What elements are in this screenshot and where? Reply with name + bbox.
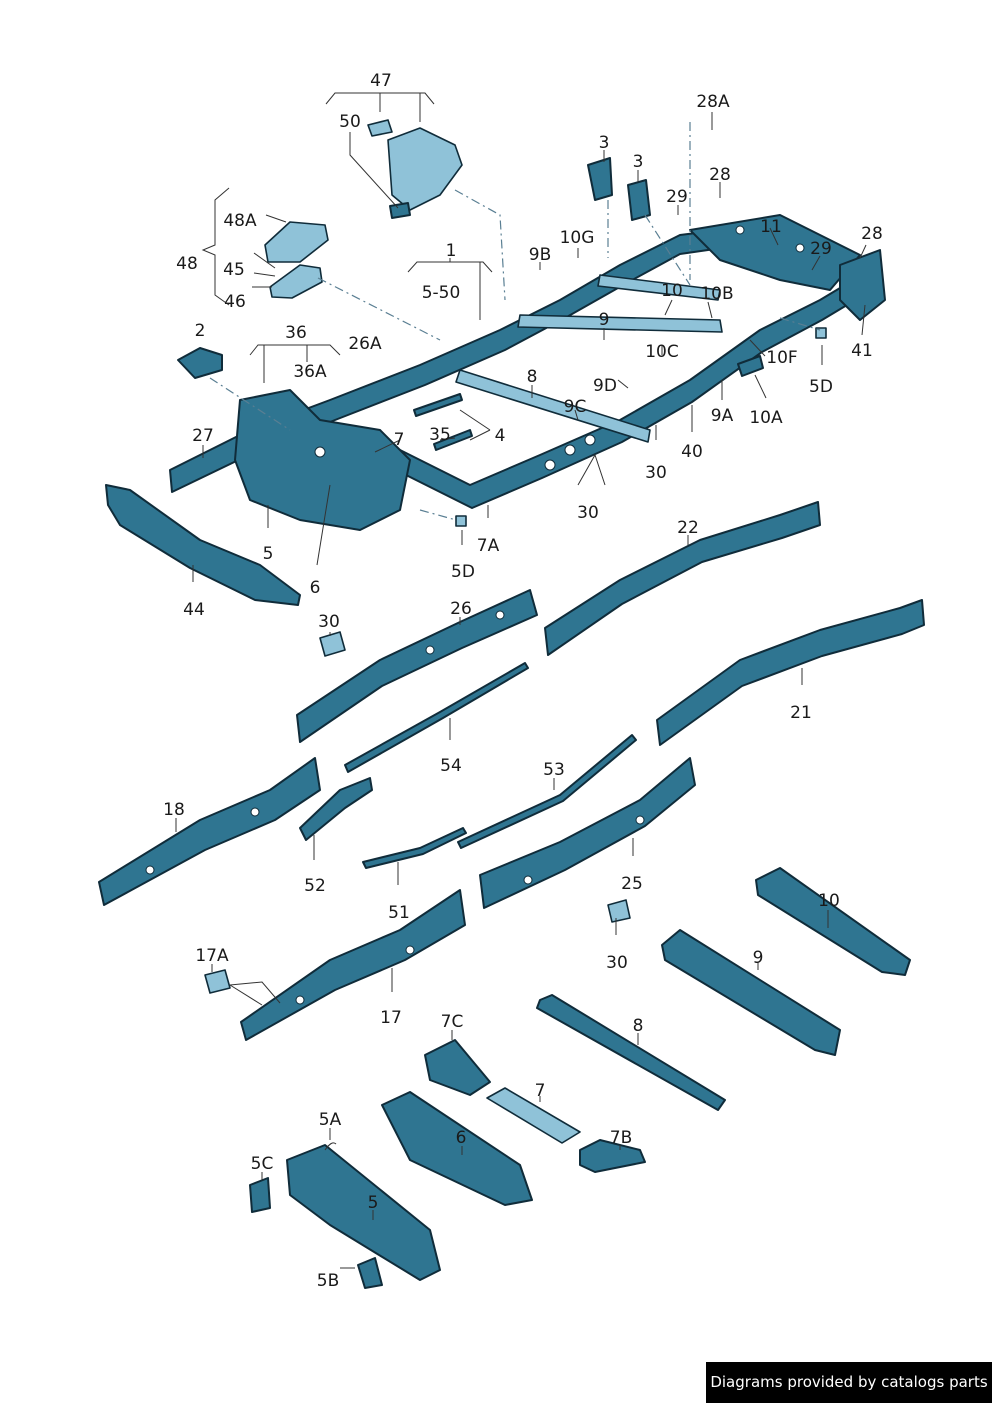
exploded-rails bbox=[98, 501, 925, 1041]
callout-26: 26 bbox=[450, 599, 472, 619]
callout-36A: 36A bbox=[293, 362, 327, 382]
small-parts-top bbox=[177, 119, 827, 527]
callout-5: 5 bbox=[263, 544, 274, 564]
callout-6: 6 bbox=[310, 578, 321, 598]
callout-10: 10 bbox=[818, 891, 840, 911]
callout-10: 10 bbox=[661, 281, 683, 301]
callout-9A: 9A bbox=[711, 406, 734, 426]
callout-29: 29 bbox=[810, 239, 832, 259]
callout-53: 53 bbox=[543, 760, 565, 780]
callout-45: 45 bbox=[223, 260, 245, 280]
callout-7A: 7A bbox=[477, 536, 500, 556]
callout-21: 21 bbox=[790, 703, 812, 723]
callout-30: 30 bbox=[318, 612, 340, 632]
callout-40: 40 bbox=[681, 442, 703, 462]
callout-10G: 10G bbox=[560, 228, 595, 248]
callout-7B: 7B bbox=[610, 1128, 632, 1148]
callout-22: 22 bbox=[677, 518, 699, 538]
callout-17: 17 bbox=[380, 1008, 402, 1028]
callout-46: 46 bbox=[224, 292, 246, 312]
callout-28: 28 bbox=[861, 224, 883, 244]
callout-9D: 9D bbox=[593, 376, 617, 396]
callout-8: 8 bbox=[633, 1016, 644, 1036]
callout-30: 30 bbox=[577, 503, 599, 523]
callout-9: 9 bbox=[599, 310, 610, 330]
callout-5C: 5C bbox=[251, 1154, 274, 1174]
callout-28A: 28A bbox=[696, 92, 730, 112]
callout-51: 51 bbox=[388, 903, 410, 923]
callout-10A: 10A bbox=[749, 408, 783, 428]
callout-9C: 9C bbox=[564, 397, 587, 417]
callout-2: 2 bbox=[195, 321, 206, 341]
callout-9B: 9B bbox=[529, 245, 551, 265]
callout-5-50: 5-50 bbox=[422, 283, 461, 303]
callout-1: 1 bbox=[446, 241, 457, 261]
callout-5B: 5B bbox=[317, 1271, 339, 1291]
callout-48A: 48A bbox=[223, 211, 257, 231]
callout-50: 50 bbox=[339, 112, 361, 132]
callout-5D: 5D bbox=[451, 562, 475, 582]
callout-52: 52 bbox=[304, 876, 326, 896]
callout-10F: 10F bbox=[766, 348, 797, 368]
callout-44: 44 bbox=[183, 600, 205, 620]
callout-30: 30 bbox=[645, 463, 667, 483]
callout-7C: 7C bbox=[441, 1012, 464, 1032]
callout-10B: 10B bbox=[700, 284, 733, 304]
callout-48: 48 bbox=[176, 254, 198, 274]
callout-5A: 5A bbox=[319, 1110, 342, 1130]
callout-36: 36 bbox=[285, 323, 307, 343]
callout-29: 29 bbox=[666, 187, 688, 207]
callout-9: 9 bbox=[753, 948, 764, 968]
callout-10C: 10C bbox=[645, 342, 679, 362]
callout-7: 7 bbox=[535, 1081, 546, 1101]
frame-assembly bbox=[105, 214, 886, 606]
credit-banner: Diagrams provided by catalogs parts bbox=[706, 1362, 992, 1403]
callout-17A: 17A bbox=[195, 946, 229, 966]
callout-27: 27 bbox=[192, 426, 214, 446]
callout-4: 4 bbox=[495, 426, 506, 446]
leader-lines bbox=[175, 92, 867, 1269]
callout-30: 30 bbox=[606, 953, 628, 973]
callout-3: 3 bbox=[599, 133, 610, 153]
callout-5D: 5D bbox=[809, 377, 833, 397]
callout-labels: 47 50 28A 3 3 28 29 11 28 48A 48 45 46 1… bbox=[163, 71, 883, 1291]
callout-3: 3 bbox=[633, 152, 644, 172]
callout-35: 35 bbox=[429, 425, 451, 445]
callout-26A: 26A bbox=[348, 334, 382, 354]
callout-25: 25 bbox=[621, 874, 643, 894]
callout-54: 54 bbox=[440, 756, 462, 776]
callout-11: 11 bbox=[760, 217, 782, 237]
callout-18: 18 bbox=[163, 800, 185, 820]
exploded-crossmembers bbox=[204, 631, 911, 1289]
dashed-alignment-lines bbox=[209, 122, 821, 521]
callout-47: 47 bbox=[370, 71, 392, 91]
callout-7: 7 bbox=[394, 430, 405, 450]
callout-8: 8 bbox=[527, 367, 538, 387]
callout-41: 41 bbox=[851, 341, 873, 361]
callout-6: 6 bbox=[456, 1128, 467, 1148]
callout-28: 28 bbox=[709, 165, 731, 185]
callout-5: 5 bbox=[368, 1193, 379, 1213]
